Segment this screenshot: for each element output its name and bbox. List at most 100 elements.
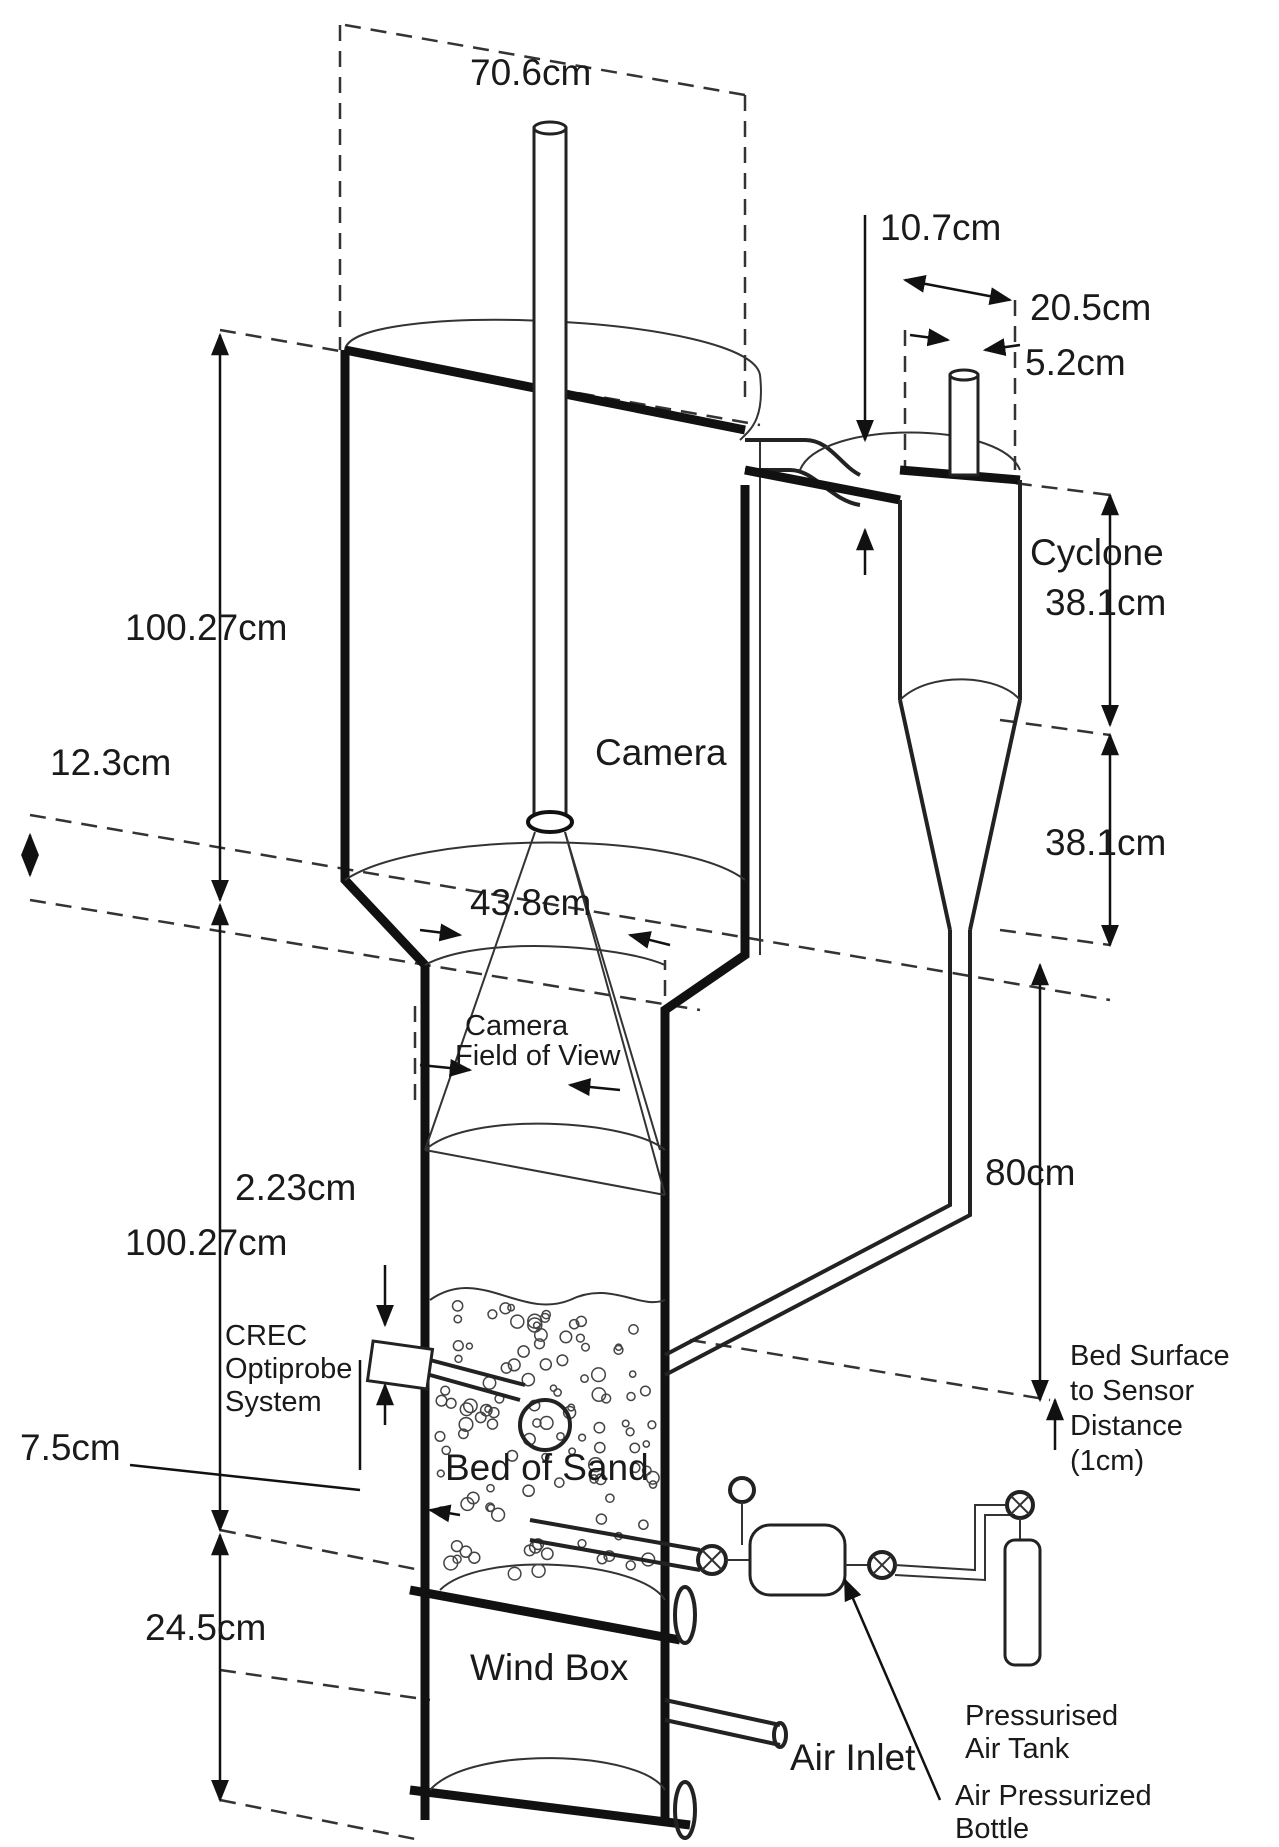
cyclone-upper-height-label: 38.1cm — [1045, 582, 1166, 623]
bed-distance-label-line4: (1cm) — [1070, 1445, 1144, 1477]
sand-particle — [484, 1405, 492, 1414]
sand-particle — [559, 1330, 573, 1344]
sand-particle — [593, 1441, 606, 1454]
sand-particle — [580, 1374, 589, 1384]
sand-particle — [459, 1545, 473, 1559]
sand-particle — [531, 1563, 546, 1579]
air-inlet-label: Air Inlet — [790, 1737, 916, 1778]
sand-particle — [532, 1418, 542, 1428]
sand-particle — [575, 1333, 586, 1343]
sand-particle — [490, 1507, 506, 1522]
sand-particle — [462, 1398, 478, 1414]
sand-particle — [459, 1402, 474, 1417]
sand-particle — [593, 1421, 606, 1434]
sand-particle — [628, 1370, 637, 1378]
sand-particle — [575, 1315, 588, 1328]
sand-bed — [429, 1287, 666, 1581]
sand-particle — [629, 1442, 641, 1454]
sand-particle — [590, 1367, 607, 1383]
cyclone-lower-height-label: 38.1cm — [1045, 822, 1166, 863]
sand-particle — [454, 1354, 463, 1364]
air-bottle — [1003, 1538, 1042, 1667]
dipleg-height-label: 80cm — [985, 1152, 1075, 1193]
windbox-height-label: 24.5cm — [145, 1607, 266, 1648]
sand-particle — [556, 1354, 569, 1367]
sand-particle — [556, 1431, 565, 1441]
sand-particle — [506, 1449, 519, 1462]
bed-distance-label-line1: Bed Surface — [1070, 1340, 1230, 1372]
sand-particle — [451, 1300, 464, 1312]
sand-particle — [458, 1416, 474, 1432]
sand-particle — [625, 1560, 636, 1571]
sand-particle — [553, 1477, 565, 1488]
air-bottle-label-line1: Air Pressurized — [955, 1780, 1152, 1812]
sand-particle — [485, 1502, 496, 1513]
freeboard-vessel — [340, 318, 762, 1840]
camera-label: Camera — [595, 732, 727, 773]
sand-particle — [523, 1544, 536, 1557]
sand-particle — [441, 1445, 452, 1456]
sand-particle — [487, 1309, 498, 1320]
gauge-icon — [728, 1476, 756, 1504]
sand-particle — [468, 1551, 481, 1564]
sand-particle — [577, 1538, 587, 1549]
column-height-label: 100.27cm — [125, 1222, 288, 1263]
sand-particle — [639, 1385, 651, 1397]
sand-particle — [629, 1462, 641, 1474]
optiprobe — [365, 1339, 526, 1402]
sand-particle — [647, 1420, 657, 1430]
sand-particle — [625, 1427, 635, 1437]
sand-particle — [645, 1470, 660, 1485]
sand-particle — [474, 1411, 487, 1424]
sand-particle — [486, 1418, 499, 1430]
sand-particle — [568, 1447, 577, 1456]
bed-distance-label-line2: to Sensor — [1070, 1375, 1194, 1407]
probe-label-line3: System — [225, 1386, 322, 1418]
sand-particle — [507, 1358, 521, 1372]
sand-particle — [450, 1539, 464, 1553]
sand-particle — [445, 1397, 457, 1409]
camera-probe — [424, 120, 666, 1196]
column-diameter-label: 43.8cm — [470, 882, 591, 923]
cyclone-label: Cyclone — [1030, 532, 1164, 573]
dimension-arrows — [21, 215, 1119, 1803]
sand-particle — [457, 1428, 469, 1440]
sand-particle — [440, 1385, 451, 1396]
sand-particle — [589, 1474, 599, 1484]
sand-particle — [628, 1324, 639, 1335]
air-tank-label-line1: Pressurised — [965, 1700, 1118, 1732]
sand-particle — [613, 1344, 624, 1356]
sand-particle — [521, 1372, 536, 1387]
sand-particle — [486, 1483, 495, 1493]
probe-label-line2: Optiprobe — [225, 1353, 352, 1385]
sand-particle — [591, 1387, 607, 1403]
sand-particle — [460, 1496, 475, 1512]
camera-fov-label-line1: Camera — [465, 1010, 569, 1042]
sand-particle — [507, 1303, 516, 1312]
sand-particle — [434, 1430, 446, 1442]
sand-particle — [587, 1457, 604, 1473]
sand-particle — [580, 1342, 591, 1352]
sand-particle — [568, 1318, 580, 1330]
camera-fov-label-line2: Field of View — [455, 1040, 622, 1072]
sand-particle — [540, 1547, 554, 1561]
transition-height-label: 12.3cm — [50, 742, 171, 783]
sand-particle — [510, 1314, 525, 1329]
air-supply — [529, 1476, 1042, 1749]
cyclone-diameter-label: 20.5cm — [1030, 287, 1151, 328]
sand-particle — [638, 1519, 649, 1531]
bed-distance-label-line3: Distance — [1070, 1410, 1183, 1442]
wind-box-label: Wind Box — [470, 1647, 629, 1688]
sand-particle — [567, 1403, 576, 1412]
sand-particle — [641, 1465, 652, 1476]
sand-particle — [452, 1554, 462, 1565]
probe-label-line1: CREC — [225, 1320, 307, 1352]
sand-particle — [522, 1484, 535, 1498]
air-bottle-label-line2: Bottle — [955, 1813, 1029, 1845]
sand-particle — [517, 1345, 530, 1358]
sand-particle — [539, 1358, 553, 1371]
sand-particle — [553, 1388, 562, 1397]
sand-particle — [642, 1440, 651, 1448]
sand-particle — [605, 1493, 615, 1504]
